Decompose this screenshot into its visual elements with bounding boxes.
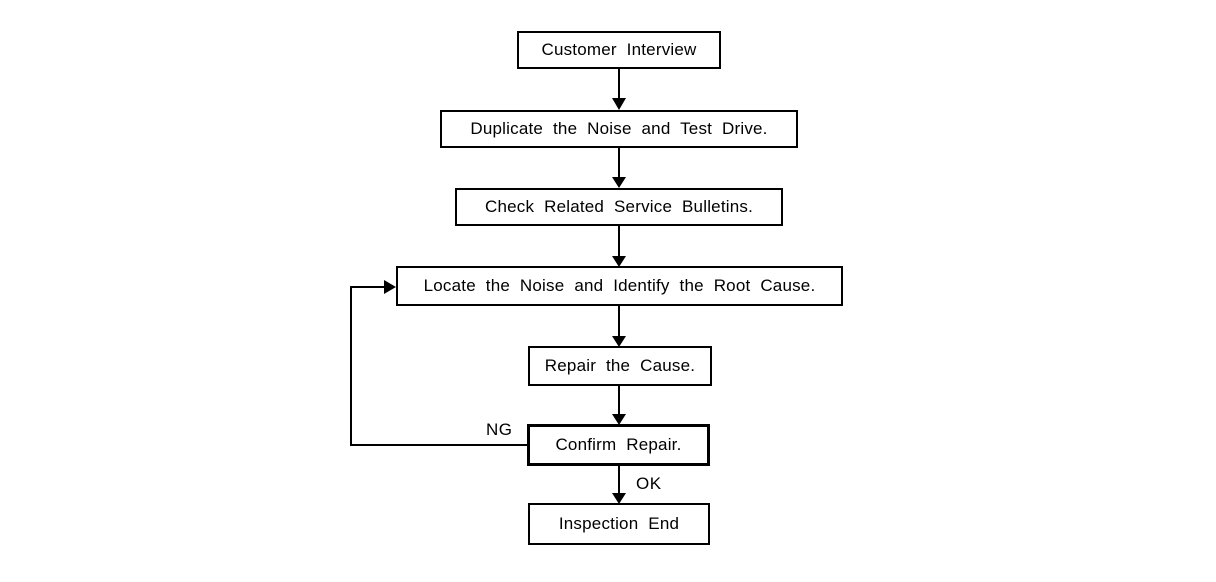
arrowhead-5 (612, 414, 626, 425)
flow-node-label: Repair the Cause. (544, 356, 696, 375)
flow-node-duplicate-noise: Duplicate the Noise and Test Drive. (440, 110, 798, 148)
flow-node-repair-cause: Repair the Cause. (528, 346, 712, 386)
flow-node-label: Duplicate the Noise and Test Drive. (470, 119, 768, 138)
arrow-lines (350, 69, 620, 493)
arrowhead-ng-loop (384, 280, 396, 294)
arrowhead-2 (612, 177, 626, 188)
arrow-heads (384, 98, 626, 504)
flow-node-label: Locate the Noise and Identify the Root C… (423, 276, 816, 295)
arrowhead-1 (612, 98, 626, 110)
flow-node-label: Inspection End (558, 514, 680, 533)
edge-label-ok: OK (636, 474, 662, 493)
flow-node-label: Check Related Service Bulletins. (484, 197, 754, 216)
flow-node-label: Customer Interview (541, 40, 697, 59)
flow-node-inspection-end: Inspection End (528, 503, 710, 545)
arrowhead-6 (612, 493, 626, 504)
flow-node-locate-noise: Locate the Noise and Identify the Root C… (396, 266, 843, 306)
edge-label-ng: NG (486, 420, 513, 439)
flow-node-check-bulletins: Check Related Service Bulletins. (455, 188, 783, 226)
flow-node-customer-interview: Customer Interview (517, 31, 721, 69)
arrowhead-3 (612, 256, 626, 267)
arrowhead-4 (612, 336, 626, 347)
flow-node-label: Confirm Repair. (555, 435, 682, 454)
ng-loop-line (350, 286, 527, 446)
flow-node-confirm-repair: Confirm Repair. (527, 424, 710, 466)
